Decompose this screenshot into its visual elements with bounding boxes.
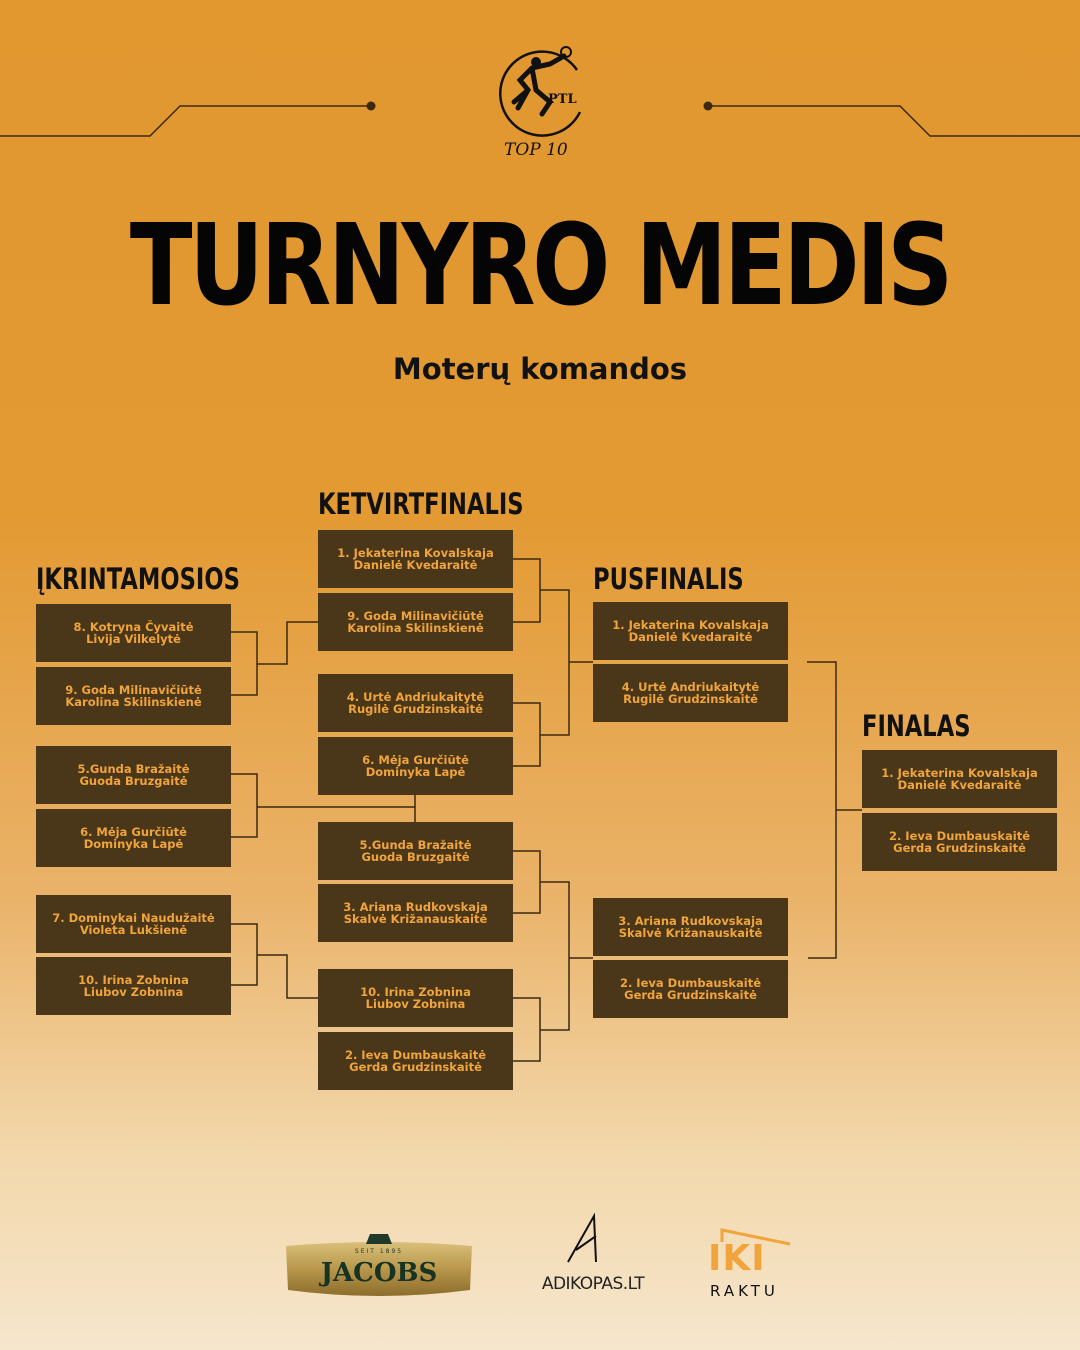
connector-playin-1-out <box>257 621 318 665</box>
connector-playin-3-out <box>257 954 318 999</box>
player-name: 2. Ieva Dumbauskaitė <box>344 1048 487 1062</box>
player-name: Skalvė Križanauskaitė <box>618 926 763 940</box>
player-name: 1. Jekaterina Kovalskaja <box>612 618 769 632</box>
player-name: Karolina Skilinskienė <box>65 695 202 709</box>
player-name: Liubov Zobnina <box>83 985 184 999</box>
player-name: Rugilė Grudzinskaitė <box>348 702 483 716</box>
round-label-semi: PUSFINALIS <box>593 562 744 596</box>
player-name: Gerda Grudzinskaitė <box>624 988 757 1002</box>
volleyball-player-icon <box>499 46 582 137</box>
connector-quarter-join-2 <box>540 881 570 1031</box>
ptl-logo: PTL TOP 10 <box>492 40 592 170</box>
adikopas-a-icon <box>567 1212 597 1263</box>
player-name: 10. Irina Zobnina <box>360 985 471 999</box>
connector-quarter-1 <box>513 558 541 623</box>
player-name: 7. Dominykai Naudužaitė <box>52 911 215 925</box>
player-name: Dominyka Lapė <box>365 765 466 779</box>
player-name: 2. Ieva Dumbauskaitė <box>619 976 762 990</box>
player-name: Danielė Kvedaraitė <box>897 778 1022 792</box>
connector-quarter-2 <box>513 702 541 767</box>
player-name: Violeta Lukšienė <box>79 923 188 937</box>
player-name: 3. Ariana Rudkovskaja <box>618 914 763 928</box>
player-name: Gerda Grudzinskaitė <box>893 841 1026 855</box>
player-name: 4. Urtė Andriukaitytė <box>346 690 485 704</box>
player-name: Liubov Zobnina <box>365 997 466 1011</box>
player-name: 3. Ariana Rudkovskaja <box>343 900 488 914</box>
ptl-logo-text: PTL <box>548 92 577 107</box>
player-name: Karolina Skilinskienė <box>347 621 484 635</box>
connector-playin-2 <box>231 773 258 838</box>
player-name: 9. Goda Milinavičiūtė <box>65 683 202 697</box>
player-name: 1. Jekaterina Kovalskaja <box>337 546 494 560</box>
player-name: 2. Ieva Dumbauskaitė <box>888 829 1031 843</box>
roof-icon <box>720 1228 791 1246</box>
round-label-final: FINALAS <box>862 709 971 743</box>
player-name: Gerda Grudzinskaitė <box>349 1060 482 1074</box>
iki-text: IKI <box>708 1238 766 1279</box>
connector-playin-1 <box>231 631 258 696</box>
round-label-playin: ĮKRINTAMOSIOS <box>36 562 240 596</box>
jacobs-est: SEIT 1895 <box>354 1248 404 1255</box>
header-decor-lines <box>0 101 1080 137</box>
adikopas-logo: ADIKOPAS.LT <box>528 1210 658 1300</box>
jacobs-logo: SEIT 1895 JACOBS <box>284 1232 474 1302</box>
connector-quarter-4 <box>513 997 541 1062</box>
player-name: Rugilė Grudzinskaitė <box>623 692 758 706</box>
player-name: 9. Goda Milinavičiūtė <box>347 609 484 623</box>
adikopas-text: ADIKOPAS.LT <box>541 1274 645 1294</box>
player-name: Danielė Kvedaraitė <box>628 630 753 644</box>
iki-raktu-logo: IKI RAKTU <box>706 1226 796 1300</box>
raktu-text: RAKTU <box>710 1282 779 1300</box>
player-name: 1. Jekaterina Kovalskaja <box>881 766 1038 780</box>
player-name: 10. Irina Zobnina <box>78 973 189 987</box>
player-name: 4. Urtė Andriukaitytė <box>621 680 760 694</box>
connector-semi <box>807 661 837 959</box>
player-name: 6. Mėja Gurčiūtė <box>362 753 469 767</box>
player-name: 5.Gunda Bražaitė <box>359 838 472 852</box>
player-name: Skalvė Križanauskaitė <box>343 912 488 926</box>
player-name: Livija Vilkelytė <box>86 632 181 646</box>
top10-text: TOP 10 <box>504 140 568 160</box>
jacobs-text: JACOBS <box>320 1258 438 1288</box>
connector-playin-2-out <box>257 795 416 808</box>
player-name: 6. Mėja Gurčiūtė <box>80 825 187 839</box>
page-title: TURNYRO MEDIS <box>129 201 953 331</box>
player-name: Guoda Bruzgaitė <box>79 774 188 788</box>
connector-quarter-join-1 <box>540 589 570 736</box>
connector-playin-3 <box>231 923 258 986</box>
connector-quarter-3 <box>513 850 541 914</box>
page-subtitle: Moterų komandos <box>392 352 688 386</box>
player-name: 5.Gunda Bražaitė <box>77 762 190 776</box>
player-name: Dominyka Lapė <box>83 837 184 851</box>
player-name: Guoda Bruzgaitė <box>361 850 470 864</box>
player-name: 8. Kotryna Čyvaitė <box>73 620 194 634</box>
round-label-quarter: KETVIRTFINALIS <box>318 487 524 521</box>
player-name: Danielė Kvedaraitė <box>353 558 478 572</box>
